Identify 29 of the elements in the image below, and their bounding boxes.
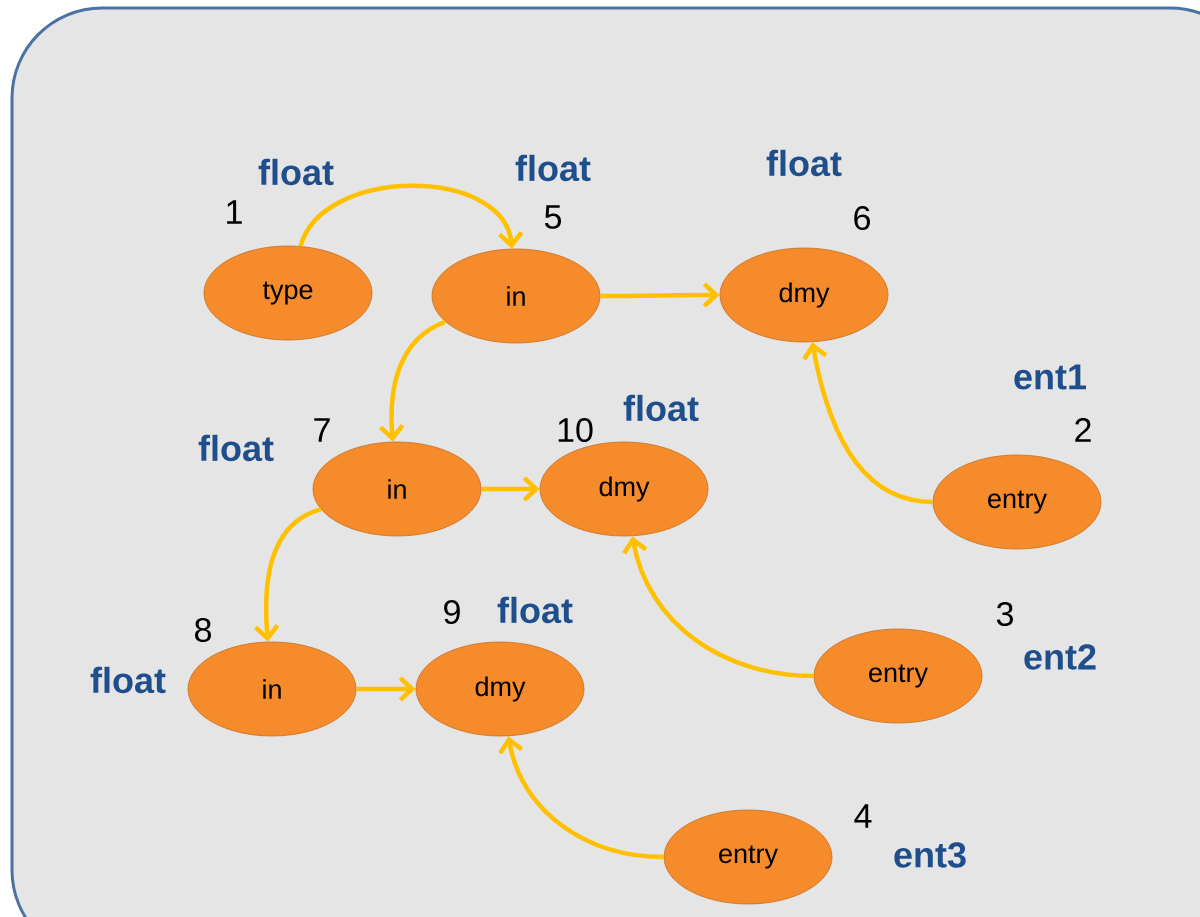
type-label: ent2 (1024, 644, 1096, 670)
arrow (379, 319, 447, 442)
type-label: float (90, 666, 166, 694)
arrow (298, 183, 524, 249)
node-number: 8 (195, 617, 211, 643)
arrow (254, 507, 322, 642)
node-number: 10 (558, 417, 593, 443)
node-number: 9 (444, 599, 460, 625)
type-label: float (623, 394, 699, 422)
type-label: float (766, 149, 842, 177)
arrow (498, 736, 664, 860)
type-label: float (497, 596, 573, 624)
type-label: float (515, 154, 591, 182)
type-label: ent3 (894, 842, 966, 868)
arrow (802, 342, 933, 505)
node-number: 6 (854, 205, 870, 231)
node-number: 5 (544, 205, 562, 229)
type-label: ent1 (1014, 364, 1086, 390)
node-number: 3 (996, 601, 1013, 627)
node-number: 2 (1075, 418, 1091, 442)
node-number: 7 (314, 418, 330, 442)
arrow (356, 676, 416, 702)
node-number: 1 (227, 200, 242, 224)
type-label: float (258, 158, 334, 186)
arrow (622, 536, 814, 679)
node-number: 4 (854, 804, 872, 828)
arrow (481, 476, 540, 502)
arrow (600, 282, 720, 308)
type-label: float (198, 434, 274, 462)
